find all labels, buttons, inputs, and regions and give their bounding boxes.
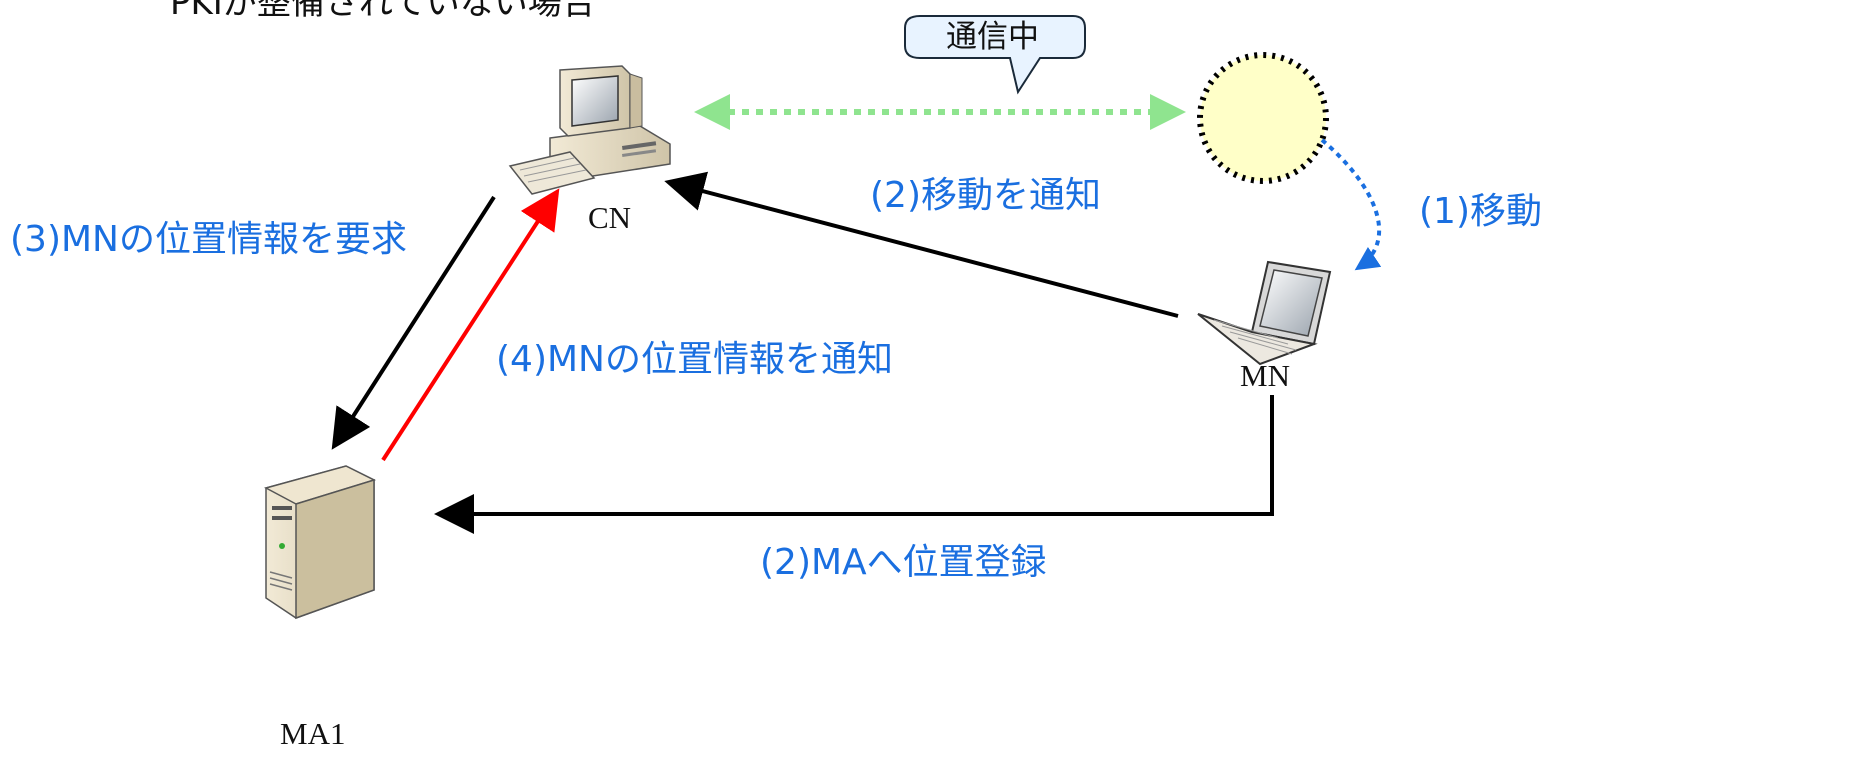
step-request-location-label: (3)MNの位置情報を要求 [10,219,407,260]
communicating-bubble [904,15,1086,95]
node-label-ma1: MA1 [280,716,346,751]
diagram-title: PKIが整備されていない場合 [170,0,596,23]
node-label-cn: CN [588,200,632,235]
move-path [1320,138,1382,271]
mn-previous-position [1197,52,1329,184]
location-request-arrow [331,195,496,450]
laptop-icon [1197,260,1332,366]
step-notify-location-label: (4)MNの位置情報を通知 [496,339,893,380]
location-register-arrow [434,395,1274,534]
step-register-ma-label: (2)MAへ位置登録 [760,542,1047,583]
bubble-label: 通信中 [946,19,1039,55]
step-notify-move-label: (2)移動を通知 [870,175,1101,216]
step-move-label: (1)移動 [1419,191,1542,232]
location-notify-arrow [381,188,560,462]
server-tower-icon [263,465,377,620]
desktop-computer-icon [508,65,671,195]
move-notify-arrow [664,171,1179,318]
node-label-mn: MN [1240,358,1290,393]
